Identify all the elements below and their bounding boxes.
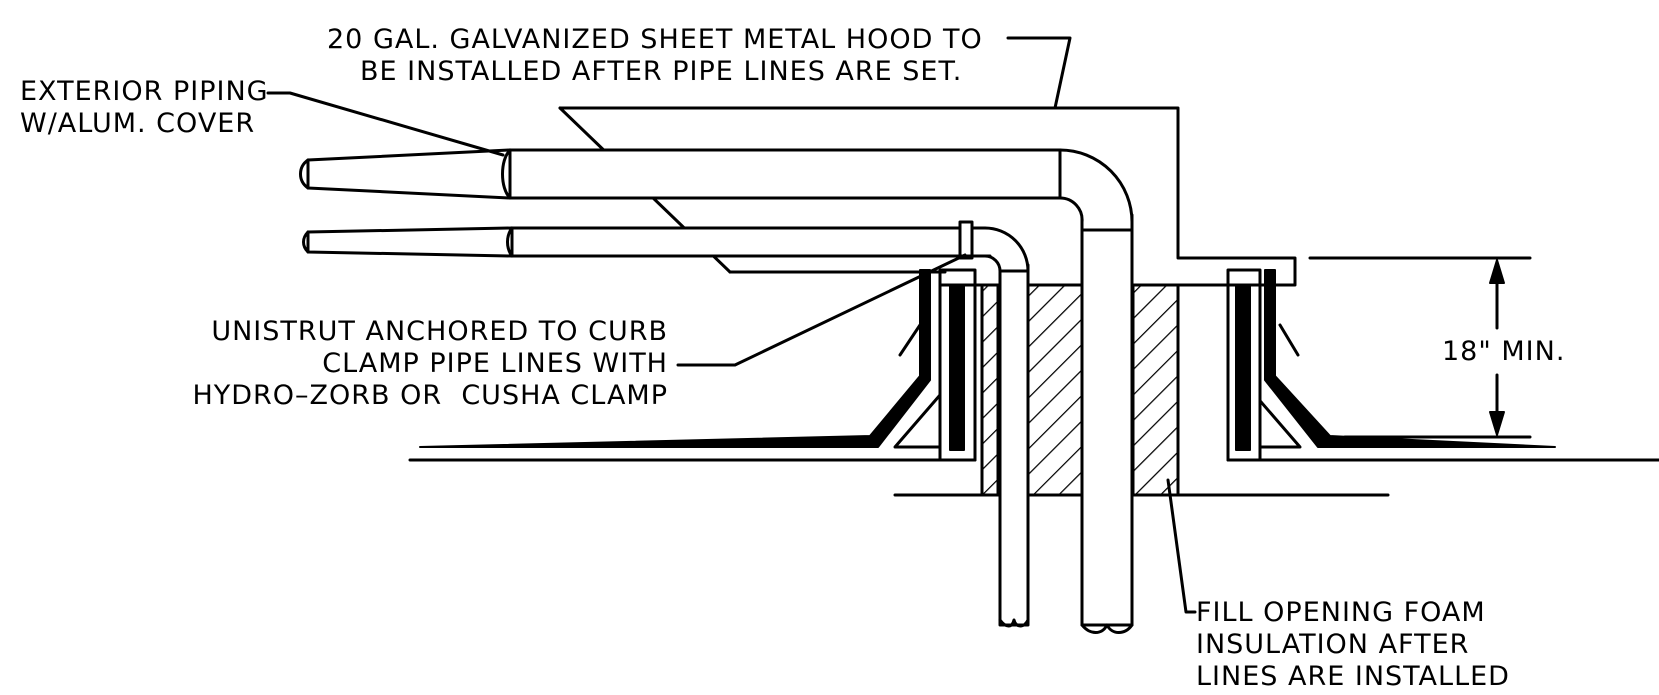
- foam-note-line-3: LINES ARE INSTALLED: [1196, 661, 1510, 692]
- leader-lines: [266, 36, 1197, 614]
- unistrut-note-line-3: HYDRO–ZORB OR CUSHA CLAMP: [192, 380, 668, 411]
- curb: [938, 268, 1262, 462]
- dimension-label: 18" MIN.: [1442, 336, 1566, 367]
- small-insulated-pipe: [302, 220, 1030, 628]
- hood-note-line-2: BE INSTALLED AFTER PIPE LINES ARE SET.: [360, 56, 963, 87]
- unistrut-note-line-2: CLAMP PIPE LINES WITH: [322, 348, 668, 379]
- piping-note-line-1: EXTERIOR PIPING: [20, 76, 269, 107]
- dimension-18-min: [1308, 256, 1532, 439]
- foam-note-line-2: INSULATION AFTER: [1196, 629, 1470, 660]
- piping-note-line-2: W/ALUM. COVER: [20, 108, 256, 139]
- roof-flashing: [419, 269, 1556, 449]
- foam-note-line-1: FILL OPENING FOAM: [1196, 597, 1486, 628]
- unistrut-note-line-1: UNISTRUT ANCHORED TO CURB: [211, 316, 668, 347]
- hood-note-line-1: 20 GAL. GALVANIZED SHEET METAL HOOD TO: [327, 24, 983, 55]
- large-insulated-pipe: [299, 148, 1134, 634]
